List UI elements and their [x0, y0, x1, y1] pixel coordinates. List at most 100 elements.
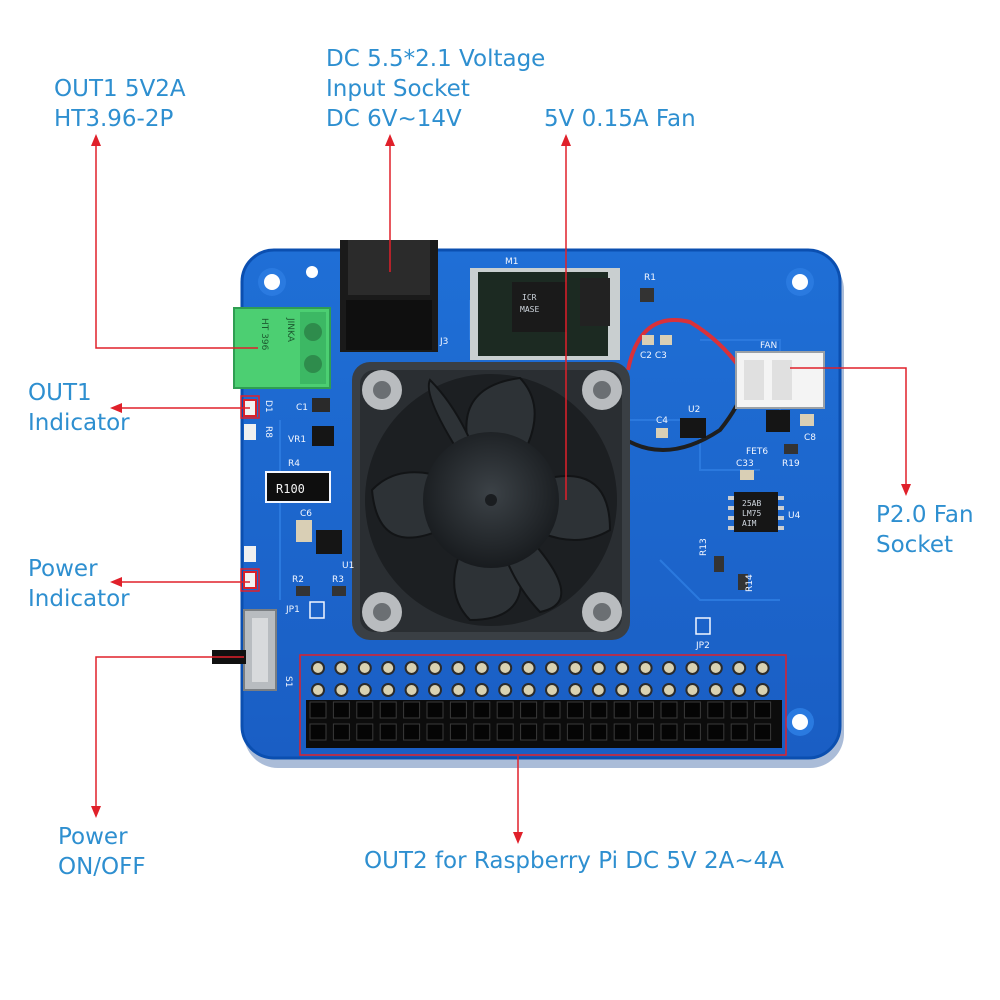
gpio-pad [381, 683, 396, 697]
gpio-socket [613, 723, 631, 741]
gpio-pad [662, 683, 676, 697]
header-highlight-box [299, 654, 787, 756]
gpio-pad [662, 661, 676, 675]
power-indicator-led [243, 571, 257, 589]
label-jp2: JP2 [695, 641, 710, 651]
mounting-holes [258, 266, 814, 736]
gpio-pad [732, 683, 747, 697]
gpio-pad [404, 661, 419, 675]
resistor-r13 [714, 556, 724, 572]
gpio-pad [334, 661, 349, 675]
label-r1: R1 [644, 273, 656, 283]
callout-out1-line2: HT3.96-2P [54, 106, 174, 132]
callout-out2-line1: OUT2 for Raspberry Pi DC 5V 2A~4A [364, 848, 785, 874]
label-r3: R3 [332, 575, 344, 585]
gpio-pad [428, 661, 442, 675]
label-r13: R13 [699, 538, 709, 556]
callout-fan-socket-line2: Socket [876, 532, 953, 558]
gpio-socket [520, 723, 538, 741]
gpio-socket [309, 701, 327, 719]
label-s1: S1 [283, 676, 293, 687]
capacitor-c4 [656, 428, 668, 438]
chip-u1 [316, 530, 342, 554]
gpio-pad [357, 661, 372, 675]
module-marking-mid: MASE [520, 305, 539, 314]
power-module-m1 [470, 268, 620, 360]
capacitor-c8 [800, 414, 814, 426]
gpio-socket [449, 701, 467, 719]
power-switch-s1 [212, 609, 277, 691]
label-c8: C8 [804, 433, 816, 443]
gpio-pad [474, 683, 489, 697]
chip-u4-marking-3: AIM [742, 519, 757, 528]
gpio-pad [638, 661, 653, 675]
callout-power-switch-line2: ON/OFF [58, 854, 146, 880]
gpio-pad [311, 661, 325, 675]
callout-fan: 5V 0.15A Fan [544, 104, 696, 134]
gpio-pad [615, 683, 630, 697]
gpio-pad [708, 683, 723, 697]
gpio-pad [568, 683, 583, 697]
cooling-fan [352, 362, 630, 640]
label-c2c3: C2 C3 [640, 351, 667, 361]
gpio-socket [754, 723, 772, 741]
gpio-socket [379, 701, 397, 719]
gpio-socket [332, 723, 350, 741]
gpio-pad [685, 661, 700, 675]
power-led-highlight [240, 568, 260, 592]
capacitor-c3 [660, 335, 672, 345]
label-u2: U2 [688, 405, 700, 415]
leader-out1 [95, 140, 258, 349]
gpio-socket [707, 723, 725, 741]
capacitor-c1 [312, 398, 330, 412]
gpio-socket [683, 723, 701, 741]
callout-power-switch: Power ON/OFF [58, 822, 146, 882]
module-marking-top: ICR [522, 293, 537, 302]
gpio-socket [473, 701, 491, 719]
jumper-jp1 [309, 601, 325, 619]
gpio-pad [591, 661, 606, 675]
power-resistor [244, 546, 256, 562]
gpio-pad [451, 683, 466, 697]
callout-dc-input: DC 5.5*2.1 Voltage Input Socket DC 6V~14… [326, 44, 545, 134]
label-r19: R19 [782, 459, 800, 469]
label-fet6: FET6 [746, 447, 768, 457]
gpio-socket [660, 701, 678, 719]
gpio-pad [708, 661, 723, 675]
callout-dc-input-line1: DC 5.5*2.1 Voltage [326, 46, 546, 72]
gpio-pad [615, 661, 630, 675]
terminal-brand: JINKA [285, 317, 295, 343]
gpio-socket [707, 701, 725, 719]
callout-out2: OUT2 for Raspberry Pi DC 5V 2A~4A [364, 846, 784, 876]
gpio-header [306, 661, 782, 748]
leader-fan-socket [790, 367, 907, 490]
gpio-pad [732, 661, 747, 675]
label-c1: C1 [296, 403, 308, 413]
resistor-r1 [640, 288, 654, 302]
gpio-socket [637, 701, 655, 719]
fan-connector [735, 351, 825, 409]
gpio-pad [638, 683, 653, 697]
gpio-pad [545, 661, 559, 675]
chip-u4-marking-2: LM75 [742, 509, 761, 518]
gpio-pad [568, 661, 583, 675]
label-j3: J3 [439, 337, 448, 347]
label-m1: M1 [505, 257, 519, 267]
gpio-socket [309, 723, 327, 741]
out1-led-highlight [240, 395, 260, 419]
gpio-socket [426, 723, 444, 741]
callout-out1-indicator-line2: Indicator [28, 410, 130, 436]
label-r8: R8 [263, 426, 273, 438]
label-c33: C33 [736, 459, 754, 469]
resistor-r4 [265, 471, 331, 503]
gpio-pad [428, 683, 442, 697]
gpio-socket [496, 723, 514, 741]
gpio-pad [498, 683, 513, 697]
gpio-pad [591, 683, 606, 697]
label-jp1: JP1 [285, 605, 300, 615]
callout-power-indicator-line2: Indicator [28, 586, 130, 612]
gpio-socket [566, 701, 584, 719]
gpio-pad [311, 683, 325, 697]
gpio-pad [521, 683, 536, 697]
gpio-pad [357, 683, 372, 697]
